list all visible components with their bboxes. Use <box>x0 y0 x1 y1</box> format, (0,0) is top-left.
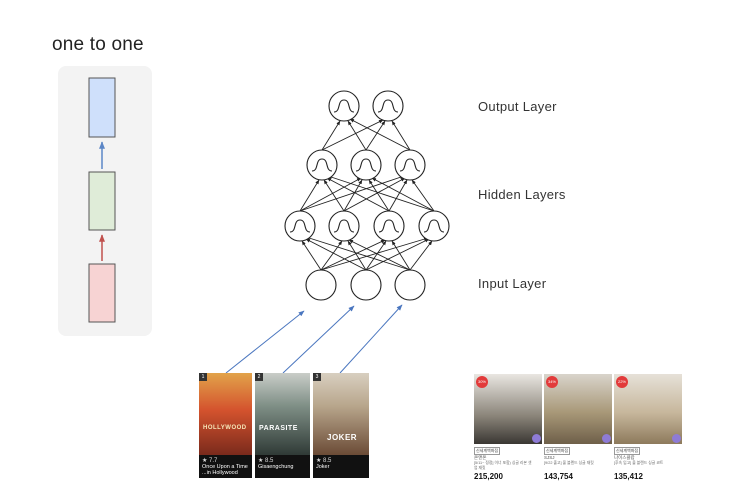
product-description: [후속 입고] 울 블렌드 싱글 코트 <box>614 461 664 465</box>
hidden-node <box>373 210 405 242</box>
product-card[interactable]: 34% 신세계백화점 SJSJ [9/22 출고] 울 블렌드 싱글 재킷 14… <box>544 374 612 484</box>
store-tag: 신세계백화점 <box>544 447 571 455</box>
store-tag: 신세계백화점 <box>474 447 501 455</box>
product-price: 215,200 <box>474 472 503 481</box>
input-node <box>305 269 337 301</box>
output-node <box>372 90 404 122</box>
product-price: 135,412 <box>614 472 643 481</box>
movie-title: Gisaengchung <box>258 464 294 470</box>
product-description: [5/11~ 정정] 이너 포함) 싱글 리본 셋업 재킷 <box>474 461 532 470</box>
poster-art: JOKER <box>313 373 369 455</box>
rnn-output-box <box>88 77 116 138</box>
hidden-layer-2-nodes <box>306 149 426 181</box>
movie-rating: ★ 7.7 <box>202 458 218 464</box>
movie-poster-card[interactable]: JOKER 3 ★ 8.5 Joker <box>313 373 369 478</box>
discount-badge: 34% <box>546 376 558 388</box>
hidden-node <box>350 149 382 181</box>
input-node <box>350 269 382 301</box>
movie-title: Joker <box>316 464 330 470</box>
rank-badge: 2 <box>255 373 263 381</box>
movie-rating: ★ 8.5 <box>316 458 332 464</box>
store-tag: 신세계백화점 <box>614 447 641 455</box>
rnn-input-box <box>88 263 116 323</box>
output-layer-nodes <box>328 90 404 122</box>
discount-badge: 30% <box>476 376 488 388</box>
input-node <box>394 269 426 301</box>
network-edges <box>299 118 435 271</box>
hidden-layers-label: Hidden Layers <box>478 187 566 202</box>
product-price: 143,754 <box>544 472 573 481</box>
product-action-icon[interactable] <box>672 434 681 443</box>
product-card[interactable]: 30% 신세계백화점 온앤온 [5/11~ 정정] 이너 포함) 싱글 리본 셋… <box>474 374 542 484</box>
poster-art-text: JOKER <box>327 433 358 442</box>
poster-to-input-arrows <box>225 304 403 374</box>
movie-poster-card[interactable]: PARASITE 2 ★ 8.5 Gisaengchung <box>255 373 310 478</box>
movie-poster-card[interactable]: HOLLYWOOD 1 ★ 7.7 Once Upon a Time ...in… <box>199 373 252 478</box>
output-node <box>328 90 360 122</box>
movie-rating: ★ 8.5 <box>258 458 274 464</box>
product-brand: 나이스클랍 <box>614 455 635 460</box>
poster-art-text: PARASITE <box>259 425 298 432</box>
product-description: [9/22 출고] 울 블렌드 싱글 재킷 <box>544 461 594 465</box>
hidden-node <box>418 210 450 242</box>
output-layer-label: Output Layer <box>478 99 557 114</box>
hidden-node <box>284 210 316 242</box>
rnn-hidden-box <box>88 171 116 231</box>
hidden-layer-1-nodes <box>284 210 450 242</box>
input-layer-label: Input Layer <box>478 276 547 291</box>
product-brand: 온앤온 <box>474 455 487 460</box>
discount-badge: 22% <box>616 376 628 388</box>
product-brand: SJSJ <box>544 455 555 460</box>
poster-art-text: HOLLYWOOD <box>203 425 247 431</box>
product-action-icon[interactable] <box>602 434 611 443</box>
product-action-icon[interactable] <box>532 434 541 443</box>
hidden-node <box>394 149 426 181</box>
rank-badge: 1 <box>199 373 207 381</box>
product-card[interactable]: 22% 신세계백화점 나이스클랍 [후속 입고] 울 블렌드 싱글 코트 135… <box>614 374 682 484</box>
poster-art: PARASITE <box>255 373 310 455</box>
rank-badge: 3 <box>313 373 321 381</box>
poster-art: HOLLYWOOD <box>199 373 252 455</box>
one-to-one-title: one to one <box>52 34 144 55</box>
input-layer-nodes <box>305 269 426 301</box>
movie-title: Once Upon a Time ...in Hollywood <box>202 464 248 476</box>
hidden-node <box>328 210 360 242</box>
hidden-node <box>306 149 338 181</box>
